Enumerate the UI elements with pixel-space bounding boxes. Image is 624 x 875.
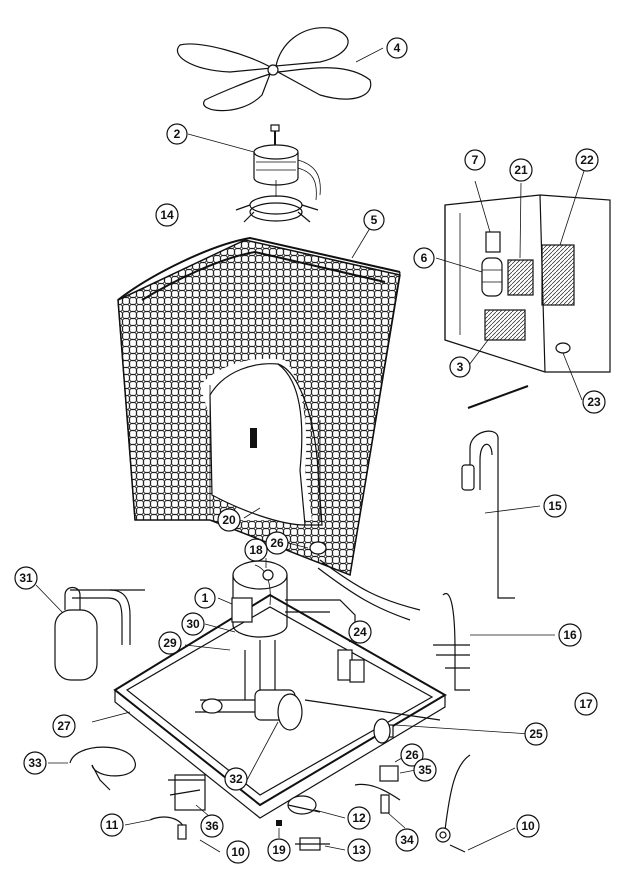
svg-text:6: 6 — [421, 251, 428, 265]
fan-blade — [177, 27, 384, 112]
svg-text:5: 5 — [371, 213, 378, 227]
callout-4: 4 — [386, 37, 408, 59]
fan-motor — [187, 124, 321, 201]
svg-text:1: 1 — [202, 591, 209, 605]
svg-text:24: 24 — [353, 625, 367, 639]
svg-text:23: 23 — [587, 395, 601, 409]
callout-3: 3 — [449, 356, 471, 378]
callout-35: 35 — [413, 758, 437, 782]
callout-17: 17 — [574, 692, 598, 716]
svg-text:22: 22 — [580, 153, 594, 167]
svg-text:11: 11 — [106, 818, 119, 832]
control-box — [435, 170, 611, 401]
callout-33: 33 — [23, 751, 47, 775]
callout-26-upper: 26 — [400, 743, 424, 767]
svg-text:26: 26 — [405, 748, 419, 762]
callout-19: 19 — [267, 838, 291, 862]
svg-text:31: 31 — [19, 571, 33, 585]
small-parts — [124, 751, 516, 853]
callout-22: 22 — [575, 148, 599, 172]
wire-harness — [48, 746, 136, 791]
callout-24: 24 — [348, 620, 372, 644]
callout-layer: 4 2 14 5 7 21 22 6 3 23 15 20 26 18 31 1… — [14, 37, 606, 864]
callout-34: 34 — [395, 828, 419, 852]
callout-13: 13 — [347, 838, 371, 862]
callout-12: 12 — [347, 806, 371, 830]
refrigerant-lines — [433, 385, 555, 691]
callout-36: 36 — [200, 814, 224, 838]
svg-text:19: 19 — [272, 843, 286, 857]
svg-text:16: 16 — [563, 628, 577, 642]
callout-31: 31 — [14, 566, 38, 590]
motor-mount — [235, 180, 319, 223]
svg-text:35: 35 — [418, 763, 432, 777]
svg-text:26: 26 — [270, 536, 284, 550]
svg-text:13: 13 — [352, 843, 366, 857]
callout-23: 23 — [582, 390, 606, 414]
svg-text:30: 30 — [186, 617, 200, 631]
compressor — [91, 558, 531, 781]
callout-5: 5 — [363, 209, 385, 231]
svg-text:2: 2 — [174, 127, 181, 141]
svg-text:32: 32 — [229, 772, 243, 786]
accumulator — [35, 584, 145, 681]
svg-text:33: 33 — [28, 756, 42, 770]
callout-2: 2 — [166, 123, 188, 145]
svg-text:17: 17 — [579, 697, 593, 711]
callout-7: 7 — [464, 149, 486, 171]
svg-text:4: 4 — [394, 41, 401, 55]
callout-18: 18 — [244, 538, 268, 562]
callout-14: 14 — [155, 203, 179, 227]
svg-text:20: 20 — [222, 513, 236, 527]
callout-16: 16 — [558, 623, 582, 647]
callout-21: 21 — [509, 158, 533, 182]
callout-6: 6 — [413, 247, 435, 269]
svg-text:25: 25 — [529, 727, 543, 741]
base-pan — [113, 593, 447, 819]
svg-text:3: 3 — [457, 360, 464, 374]
svg-text:15: 15 — [548, 499, 562, 513]
svg-text:29: 29 — [163, 636, 177, 650]
service-panel — [209, 363, 323, 526]
svg-text:27: 27 — [57, 719, 71, 733]
callout-10-left: 10 — [226, 840, 250, 864]
callout-30: 30 — [181, 612, 205, 636]
svg-text:36: 36 — [205, 819, 219, 833]
callout-15: 15 — [543, 494, 567, 518]
callout-11: 11 — [100, 813, 124, 837]
callout-32: 32 — [224, 767, 248, 791]
svg-text:14: 14 — [160, 208, 174, 222]
svg-text:10: 10 — [521, 819, 535, 833]
callout-29: 29 — [158, 631, 182, 655]
suction-line — [287, 541, 421, 621]
callout-28: 26 — [265, 531, 289, 555]
callout-25: 25 — [524, 722, 548, 746]
callout-20: 20 — [217, 508, 241, 532]
svg-text:12: 12 — [352, 811, 366, 825]
svg-text:18: 18 — [249, 543, 263, 557]
callout-10-right: 10 — [516, 814, 540, 838]
svg-text:10: 10 — [231, 845, 245, 859]
callout-27: 27 — [52, 714, 76, 738]
svg-text:7: 7 — [472, 153, 479, 167]
svg-text:21: 21 — [514, 163, 528, 177]
svg-text:34: 34 — [400, 833, 414, 847]
callout-1: 1 — [194, 587, 216, 609]
